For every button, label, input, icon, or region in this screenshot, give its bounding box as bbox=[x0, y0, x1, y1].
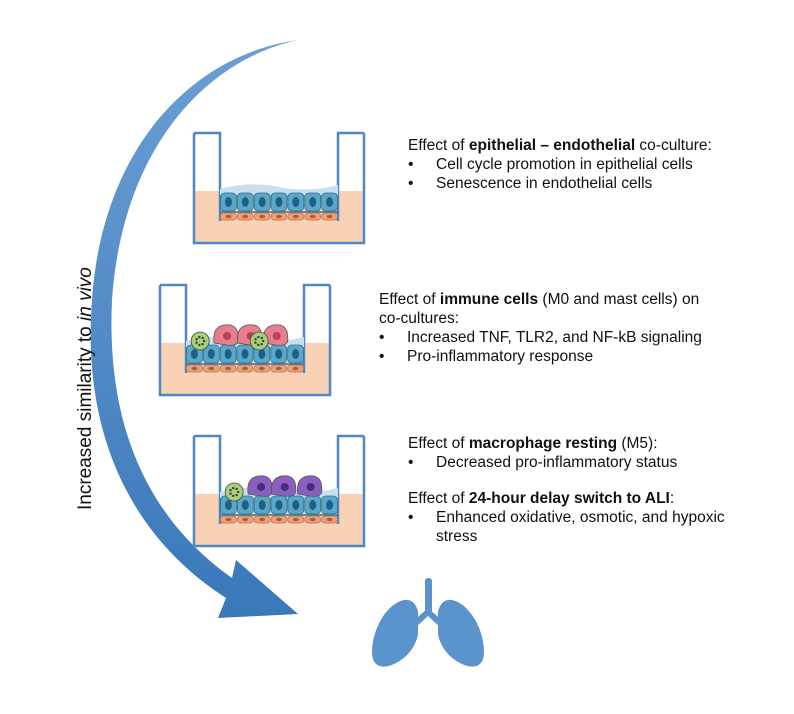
panel-1-heading: Effect of epithelial – endothelial co-cu… bbox=[408, 137, 712, 154]
transwell-well-2 bbox=[158, 283, 332, 397]
panel-2-heading-line2: co-cultures: bbox=[379, 310, 460, 327]
transwell-well-3 bbox=[192, 434, 366, 548]
panel-3-heading-2: Effect of 24-hour delay switch to ALI: bbox=[408, 490, 675, 507]
panel-2-heading: Effect of immune cells (M0 and mast cell… bbox=[379, 291, 700, 308]
panel-3-heading: Effect of macrophage resting (M5): bbox=[408, 435, 658, 452]
transwell-well-1 bbox=[192, 131, 366, 245]
side-axis-label: Increased similarity to in vivo bbox=[75, 267, 96, 510]
list-item-continuation: stress bbox=[436, 528, 478, 545]
